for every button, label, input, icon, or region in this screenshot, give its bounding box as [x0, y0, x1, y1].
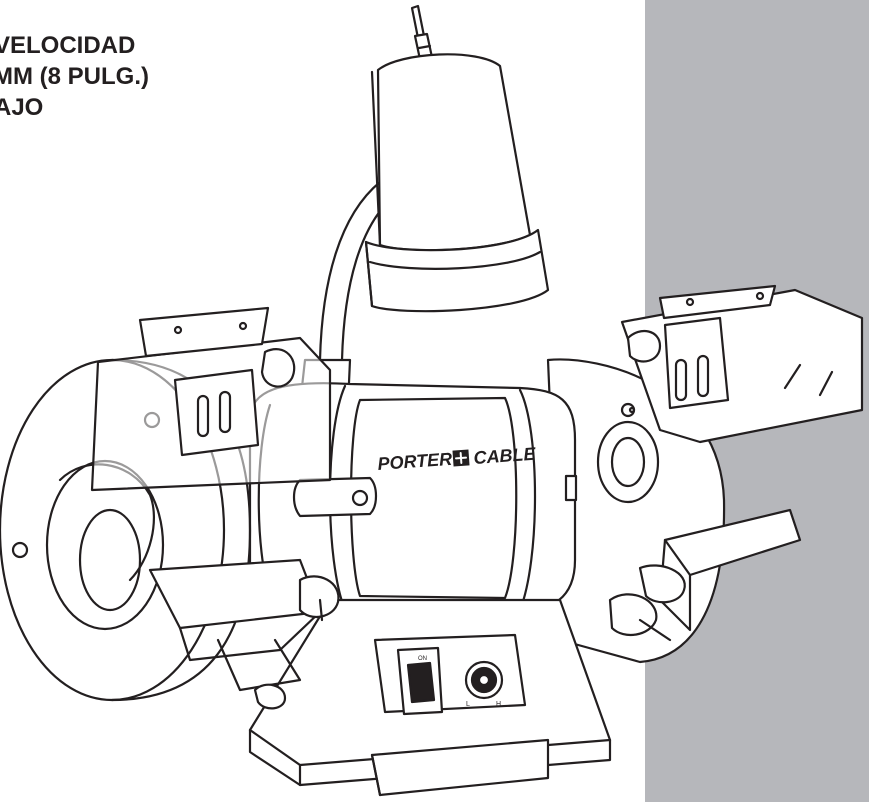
left-tool-rest: [148, 558, 340, 710]
brand-right-text: CABLE: [473, 444, 537, 468]
brand-logo: PORTER CABLE: [377, 444, 537, 474]
speed-dial: L H: [464, 660, 504, 708]
power-switch: ON OFF: [396, 646, 444, 716]
left-eye-shield: [90, 306, 332, 492]
heading-line-2: MM (8 PULG.): [0, 63, 149, 90]
heading-line-3: AJO: [0, 94, 44, 121]
heading-line-1: VELOCIDAD: [0, 32, 136, 59]
switch-on-label: ON: [418, 656, 427, 662]
motor-housing: [248, 382, 578, 614]
lamp-head: [364, 53, 550, 313]
switch-off-label: OFF: [420, 704, 432, 710]
dial-low-label: L: [466, 701, 470, 708]
dial-high-label: H: [496, 701, 501, 708]
page-heading: VELOCIDAD MM (8 PULG.) AJO: [0, 30, 149, 123]
right-tool-rest: [608, 508, 802, 642]
right-eye-shield: [620, 284, 864, 444]
